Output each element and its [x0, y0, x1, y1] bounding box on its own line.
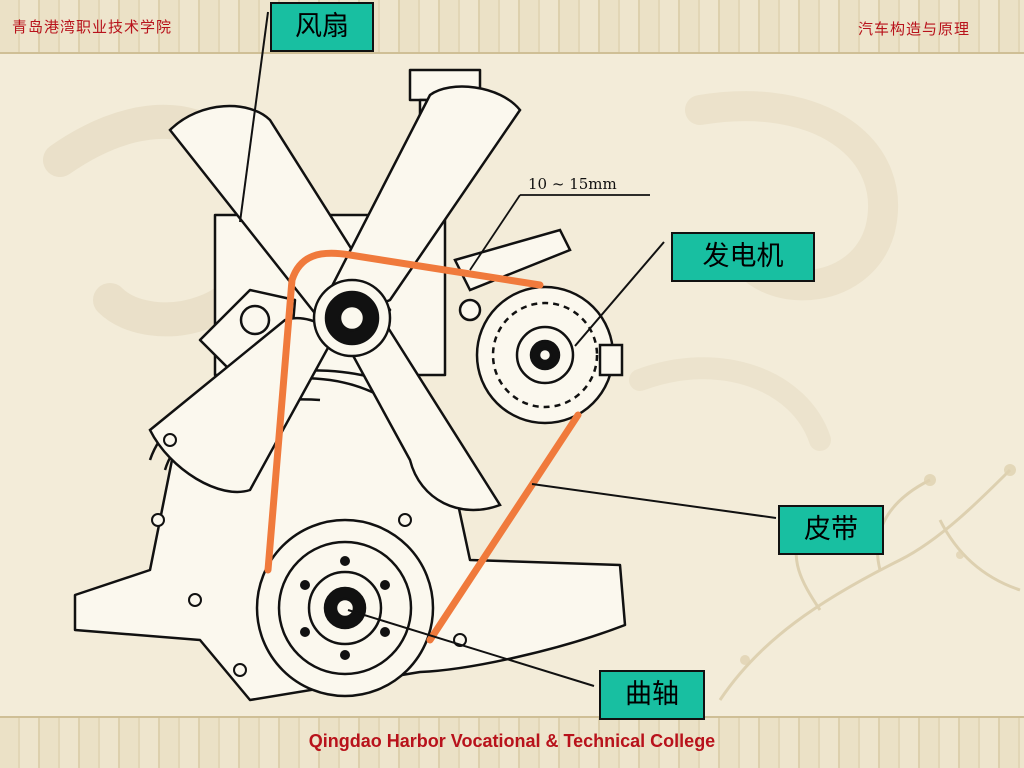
drive-belt — [264, 249, 582, 644]
label-belt: 皮带 — [778, 505, 884, 555]
label-crankshaft: 曲轴 — [599, 670, 705, 720]
generator-body — [453, 228, 624, 425]
dimension-text: 10 ~ 15mm — [528, 175, 617, 193]
label-fan: 风扇 — [270, 2, 374, 52]
label-generator: 发电机 — [671, 232, 815, 282]
footer-college-name: Qingdao Harbor Vocational & Technical Co… — [308, 731, 716, 751]
leader-lines — [239, 11, 777, 687]
belt-deflection-dimension — [469, 194, 650, 271]
crankshaft-pulley — [255, 518, 435, 698]
header-band — [0, 0, 1024, 54]
footer-band — [0, 716, 1024, 768]
course-title: 汽车构造与原理 — [857, 20, 970, 38]
school-name: 青岛港湾职业技术学院 — [12, 18, 173, 36]
